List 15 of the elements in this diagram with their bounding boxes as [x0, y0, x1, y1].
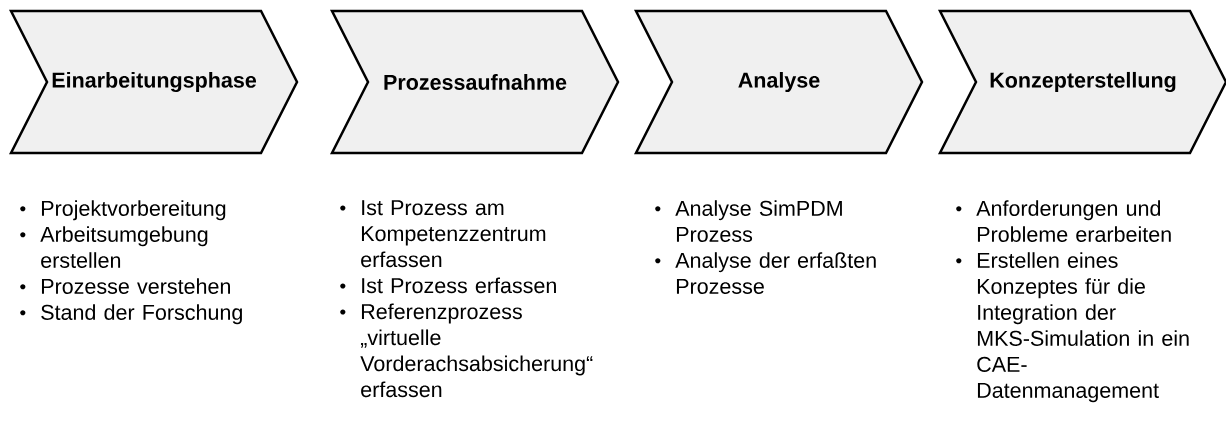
bullet-item: Anforderungen und Probleme erarbeiten [956, 200, 1171, 242]
bullet-item: Ist Prozess am Kompetenzzentrum erfassen [340, 200, 546, 268]
bullet-item: Arbeitsumgebung erstellen [20, 226, 208, 268]
bullet-item: Referenzprozess „virtuelle Vorderachsabsicherung“ erfassen [340, 303, 593, 398]
bullet-item: Projektvorbereitung [20, 200, 226, 221]
bullet-item: Erstellen eines Konzeptes für die Integration der MKS-Simulation in ein CAE-Datenmanagement [956, 252, 1189, 403]
bullet-item: Analyse SimPDM Prozess [655, 200, 842, 242]
process-step: Analyse [633, 9, 924, 155]
process-step: Konzepterstellung [937, 9, 1226, 155]
bullet-item: Prozesse verstehen [20, 278, 230, 294]
process-step: Prozessaufnahme [330, 9, 620, 155]
bullet-item: Analyse der erfaßten Prozesse [655, 252, 876, 294]
bullet-item: Ist Prozess erfassen [340, 277, 556, 294]
process-step: Einarbeitungsphase [9, 9, 299, 155]
bullet-item: Stand der Forschung [20, 304, 242, 325]
